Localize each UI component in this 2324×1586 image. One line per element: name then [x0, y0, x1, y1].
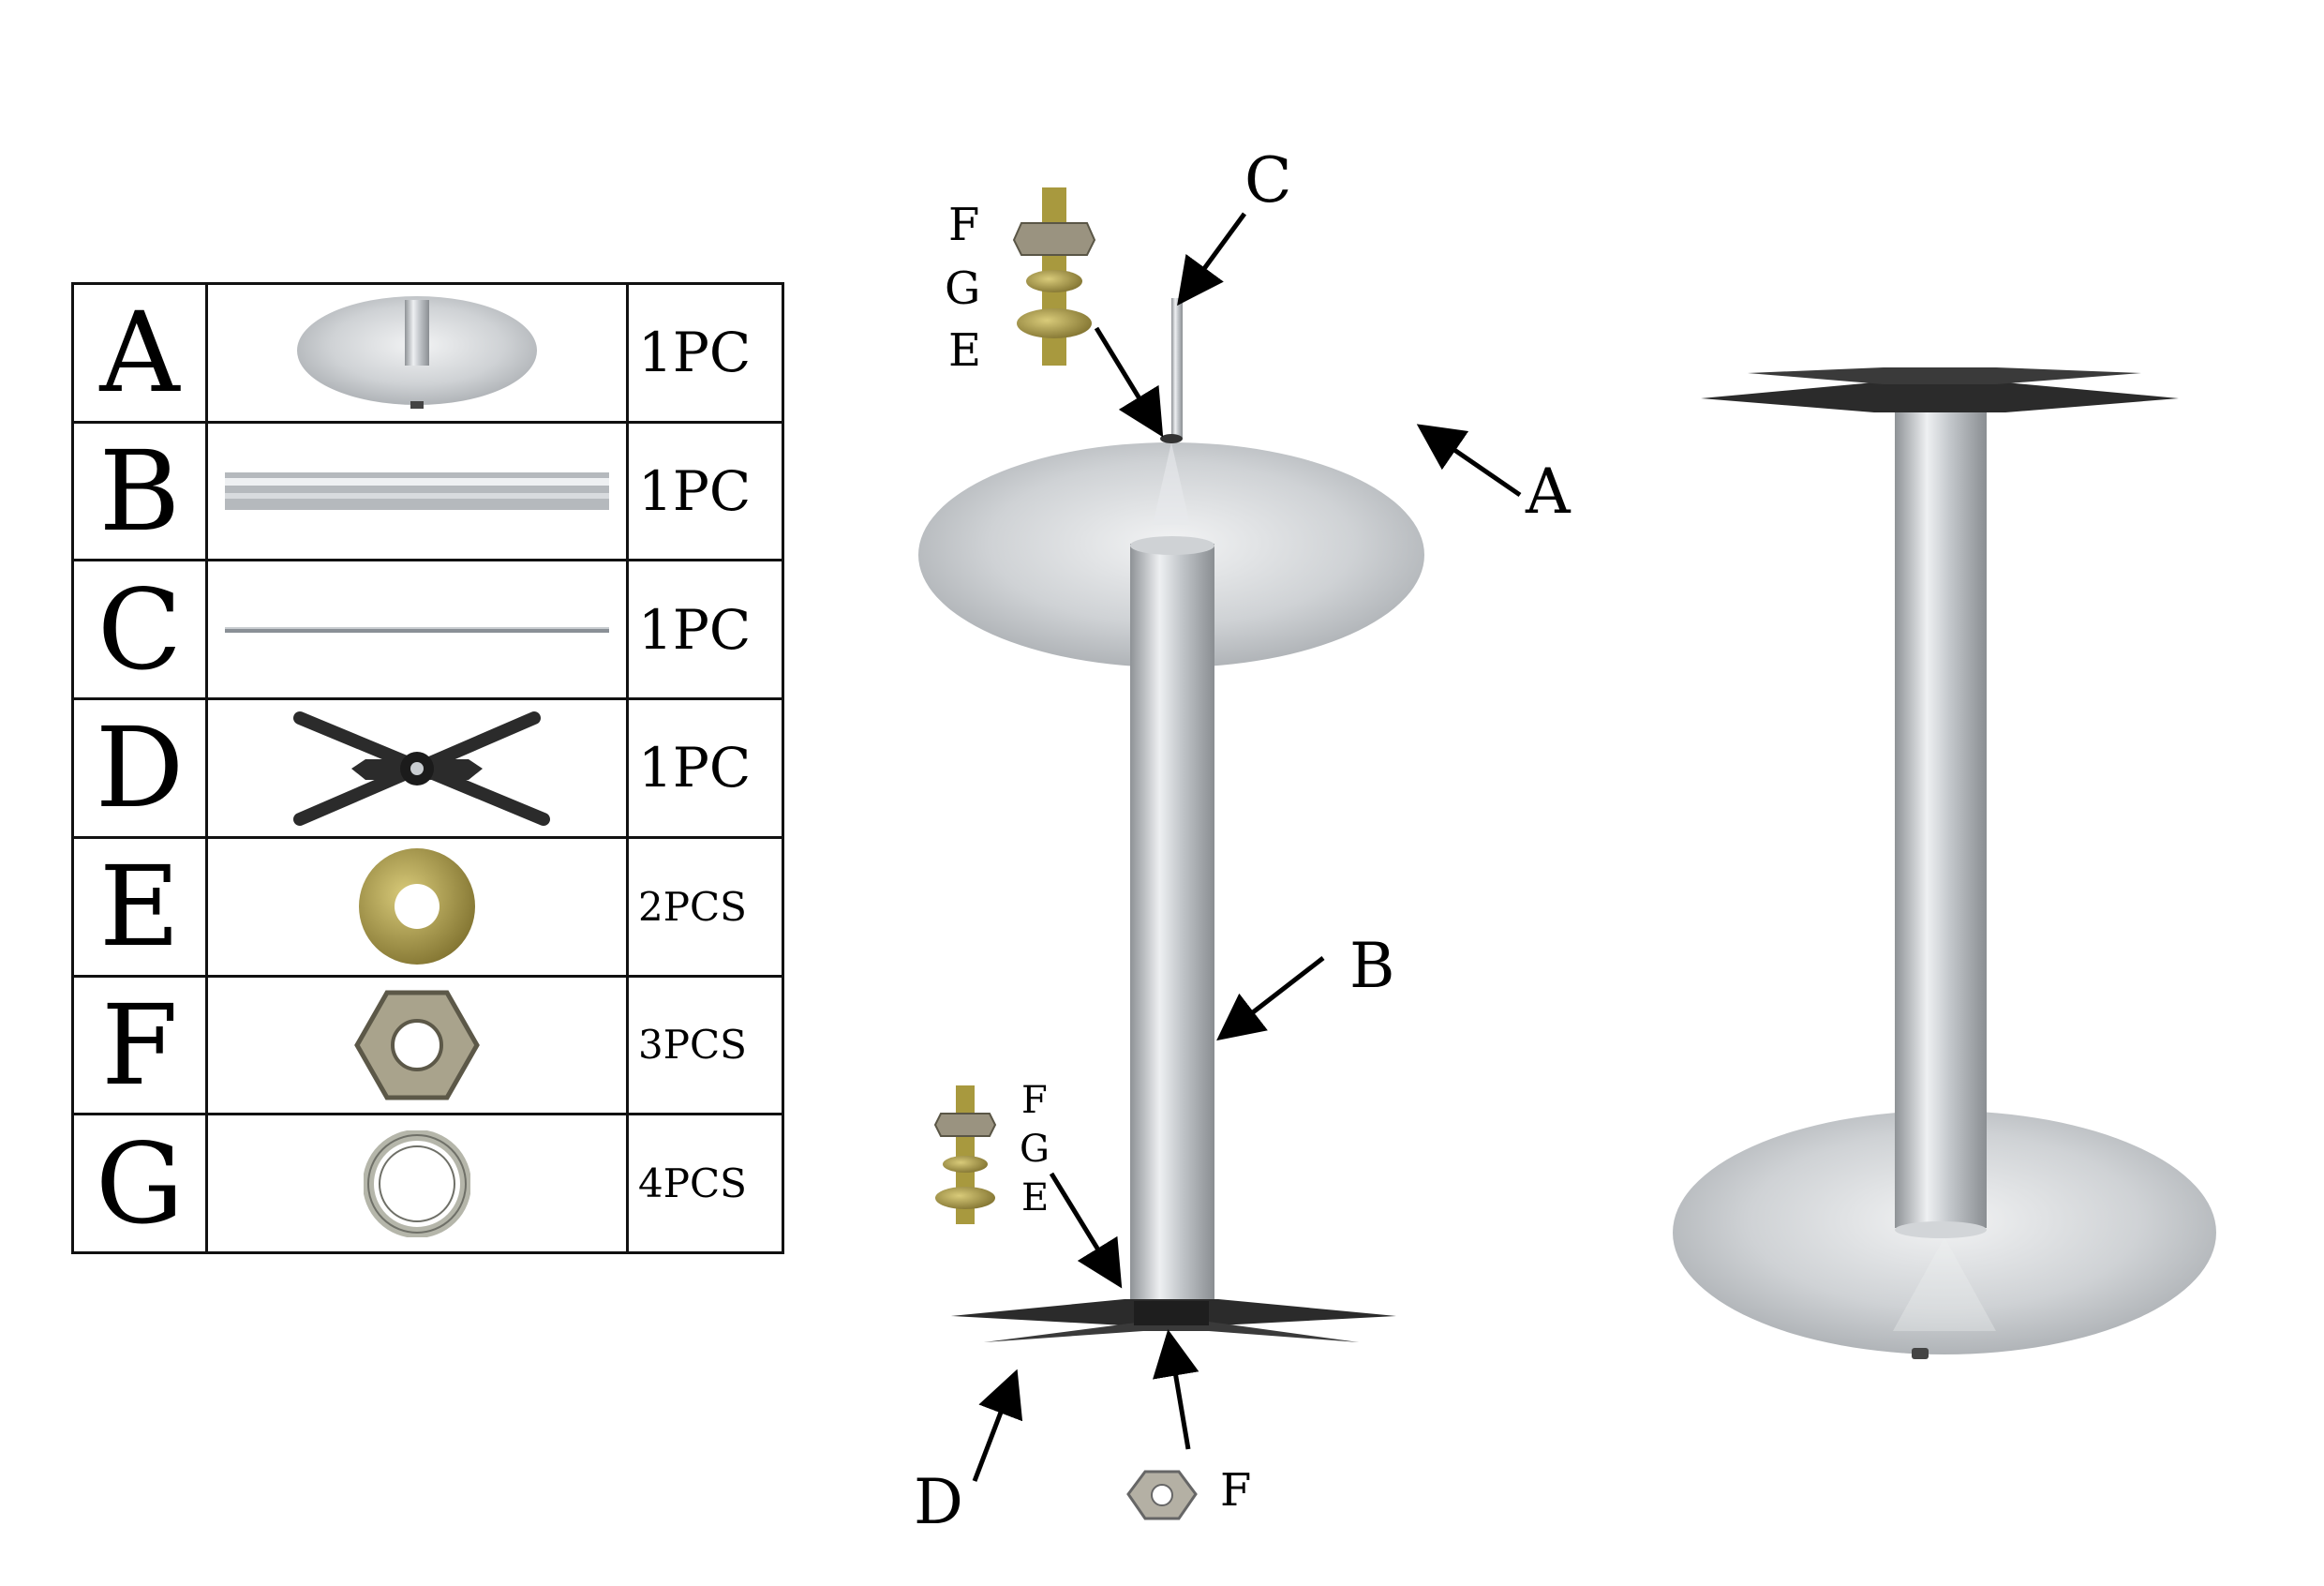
part-picture: [205, 697, 629, 839]
tube-column-icon: [225, 472, 609, 511]
parts-list-table: A 1PC B 1PC C 1PC: [71, 282, 784, 1254]
assembled-table-base: [1673, 367, 2216, 1359]
part-quantity: 4PCS: [626, 1113, 784, 1254]
assembled-spider-bracket: [1701, 382, 2179, 412]
part-letter: A: [71, 282, 208, 424]
part-picture: [205, 974, 629, 1116]
parts-row-g: G 4PCS: [71, 1113, 784, 1254]
parts-row-a: A 1PC: [71, 282, 784, 424]
parts-row-f: F 3PCS: [71, 974, 784, 1116]
label-spider-d: D: [914, 1466, 963, 1538]
assembled-column: [1895, 403, 1987, 1228]
part-letter: G: [71, 1113, 208, 1254]
callout-arrows: [972, 212, 1522, 1482]
lock-ring-washer-icon: [364, 1130, 470, 1237]
parts-row-b: B 1PC: [71, 420, 784, 562]
cross-spider-bracket-icon: [293, 711, 550, 827]
column-b: [1130, 544, 1214, 1303]
threaded-rod-icon: [225, 626, 609, 633]
label-base-a: A: [1526, 456, 1571, 528]
part-quantity: 1PC: [626, 697, 784, 839]
label-bottom-e: E: [1021, 1176, 1050, 1219]
part-letter: B: [71, 420, 208, 562]
part-quantity: 2PCS: [626, 835, 784, 978]
part-quantity: 1PC: [626, 559, 784, 701]
label-column-b: B: [1349, 930, 1395, 1002]
part-letter: E: [71, 835, 208, 978]
part-quantity: 1PC: [626, 282, 784, 424]
threaded-rod: [1171, 298, 1183, 439]
part-picture: [205, 835, 629, 978]
exploded-assembly: [918, 187, 1424, 1520]
part-quantity: 1PC: [626, 420, 784, 562]
part-picture: [205, 559, 629, 701]
label-bottom-f: F: [1021, 1079, 1048, 1122]
part-quantity: 3PCS: [626, 974, 784, 1116]
flat-washer-icon: [359, 848, 475, 965]
part-picture: [205, 282, 629, 424]
label-top-e: E: [948, 324, 982, 377]
part-letter: C: [71, 559, 208, 701]
part-picture: [205, 1113, 629, 1254]
hex-nut-icon: [354, 990, 480, 1100]
spider-bracket-d: [951, 1299, 1396, 1342]
label-rod-c: C: [1244, 144, 1292, 217]
part-letter: D: [71, 697, 208, 839]
label-bottom-nut-f: F: [1220, 1464, 1252, 1517]
round-base-plate-icon: [297, 296, 537, 410]
label-bottom-g: G: [1020, 1128, 1050, 1171]
parts-row-c: C 1PC: [71, 559, 784, 701]
bottom-fastener-stack: [933, 1085, 997, 1224]
label-top-g: G: [945, 262, 981, 315]
part-letter: F: [71, 974, 208, 1116]
parts-row-d: D 1PC: [71, 697, 784, 839]
parts-row-e: E 2PCS: [71, 835, 784, 978]
part-picture: [205, 420, 629, 562]
label-top-f: F: [948, 199, 980, 251]
top-fastener-stack: [1012, 187, 1096, 366]
